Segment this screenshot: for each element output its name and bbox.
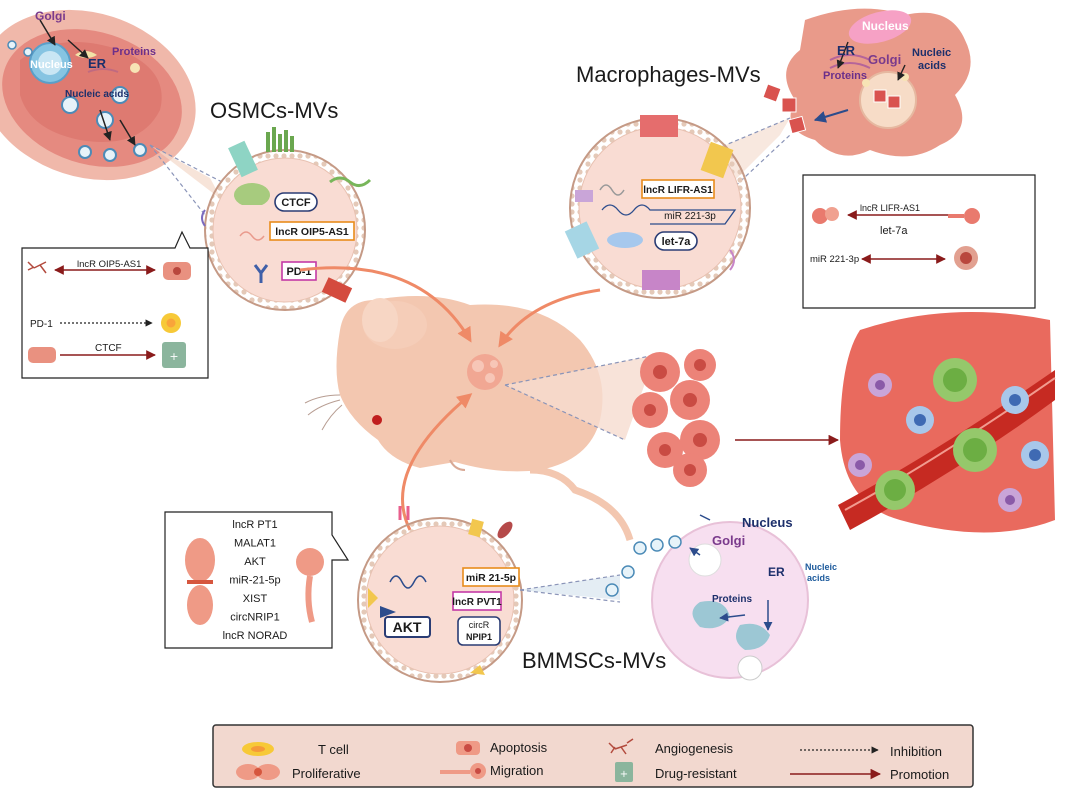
legend-t-cell: T cell [318, 742, 349, 757]
legend-promotion: Promotion [890, 767, 949, 782]
mac-mir-label: miR 221-3p [664, 211, 716, 222]
bm-nucleic-label-2: acids [807, 573, 830, 583]
legend-angiogenesis: Angiogenesis [655, 741, 734, 756]
bm-akt-label: AKT [393, 619, 422, 635]
osmc-cell: Golgi Nucleus ER Proteins Nucleic acids [0, 9, 196, 181]
bmmsc-cell: Golgi Nucleus ER Proteins Nucleic acids [605, 514, 837, 681]
osmcs-callout-lncr: lncR OIP5-AS1 [77, 259, 141, 270]
legend-migration: Migration [490, 763, 543, 778]
bmmscs-vesicle: miR 21-5p lncR PVT1 AKT circR NPIP1 [357, 506, 523, 683]
mac-nucleic-label-1: Nucleic [912, 47, 951, 59]
bm-golgi-label: Golgi [712, 533, 745, 548]
bmmscs-mvs-title: BMMSCs-MVs [522, 648, 666, 673]
legend-drug-resistant: Drug-resistant [655, 766, 737, 781]
mac-callout-mir: miR 221-3p [810, 254, 859, 265]
bm-circ-label-2: NPIP1 [466, 632, 492, 642]
mac-golgi-label: Golgi [868, 52, 901, 67]
osmcs-callout: lncR OIP5-AS1 PD-1 CTCF + [21, 230, 209, 379]
bmmscs-callout-item: circNRIP1 [230, 612, 280, 624]
macrophages-vesicle: lncR LIFR-AS1 miR 221-3p let-7a [564, 115, 751, 299]
bm-nucleus-label: Nucleus [742, 515, 793, 530]
bm-proteins-label: Proteins [712, 594, 752, 605]
bmmscs-callout-item: miR-21-5p [229, 575, 280, 587]
osmc-er-label: ER [88, 56, 107, 71]
bm-circ-label-1: circR [469, 620, 490, 630]
bmmscs-callout-item: XIST [243, 593, 268, 605]
bmmscs-callout-item: AKT [244, 556, 266, 568]
bmmscs-callout [164, 511, 350, 649]
svg-text:+: + [620, 769, 628, 780]
macrophages-callout: lncR LIFR-AS1 let-7a miR 221-3p [802, 174, 1036, 309]
legend-proliferative: Proliferative [292, 766, 361, 781]
osmc-nucleic-label: Nucleic acids [65, 89, 129, 100]
bm-er-label: ER [768, 565, 785, 579]
mouse-illustration [304, 296, 634, 542]
legend-apoptosis: Apoptosis [490, 740, 548, 755]
osmcs-mvs-title: OSMCs-MVs [210, 98, 338, 123]
osmc-proteins-label: Proteins [112, 46, 156, 58]
bm-lncr-label: lncR PVT1 [452, 597, 502, 608]
mac-nucleic-label-2: acids [918, 60, 946, 72]
mac-let7a-label: let-7a [662, 236, 692, 248]
osmc-zoom-cone [150, 145, 222, 200]
mac-callout-let7a: let-7a [880, 225, 908, 237]
legend-inhibition: Inhibition [890, 744, 942, 759]
mac-er-label: ER [837, 43, 856, 58]
tumor-vessel-scene [838, 312, 1056, 533]
osmcs-ctcf-label: CTCF [281, 197, 311, 209]
bmmscs-callout-item: MALAT1 [234, 538, 276, 550]
bm-nucleic-label-1: Nucleic [805, 562, 837, 572]
macrophages-mvs-title: Macrophages-MVs [576, 62, 761, 87]
bmmscs-callout-item: lncR PT1 [232, 519, 277, 531]
mac-nucleus-label: Nucleus [862, 19, 909, 33]
svg-text:+: + [169, 350, 178, 363]
tumor-cluster [632, 349, 720, 487]
osmcs-vesicle: CTCF lncR OIP5-AS1 PD-1 [201, 127, 372, 311]
osmc-nucleus-label: Nucleus [30, 59, 73, 71]
osmcs-lncr-label: lncR OIP5-AS1 [275, 226, 349, 238]
mac-proteins-label: Proteins [823, 70, 867, 82]
bm-mir-label: miR 21-5p [466, 572, 516, 584]
mac-callout-lncr: lncR LIFR-AS1 [860, 203, 920, 213]
bmmscs-callout-item: lncR NORAD [223, 630, 288, 642]
osmcs-callout-ctcf: CTCF [95, 343, 122, 354]
legend: T cell Proliferative Apoptosis Migration… [212, 724, 974, 788]
mac-lncr-label: lncR LIFR-AS1 [643, 185, 713, 196]
osmc-golgi-label: Golgi [35, 9, 66, 23]
osmcs-callout-pd1: PD-1 [30, 319, 53, 330]
macrophage-cell: Nucleus ER Golgi Proteins Nucleic acids [762, 8, 971, 157]
